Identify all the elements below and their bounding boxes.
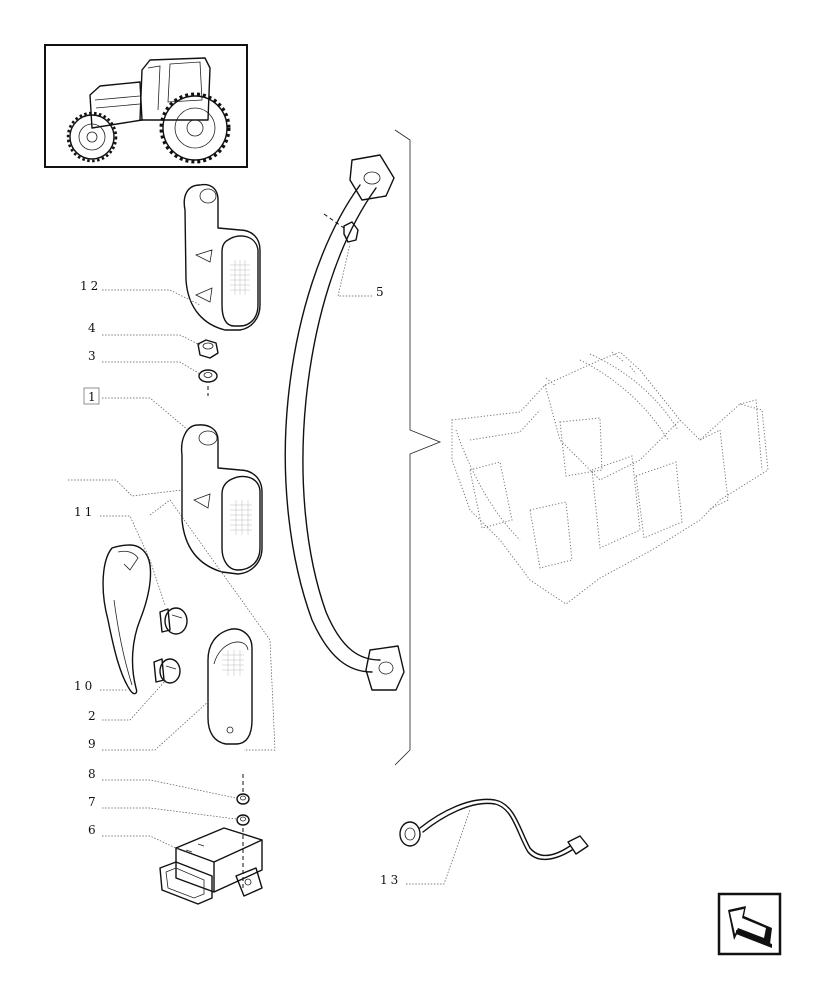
washer-part-3 bbox=[198, 369, 218, 396]
bulb-part-2 bbox=[153, 658, 181, 684]
svg-text:12: 12 bbox=[80, 279, 101, 293]
rail-part-5 bbox=[284, 154, 405, 691]
callout-6: 6 bbox=[88, 823, 181, 851]
lens-part-9 bbox=[207, 628, 253, 745]
detail-connector-leader bbox=[149, 499, 276, 751]
svg-text:11: 11 bbox=[74, 505, 95, 519]
callout-1-detail-leader bbox=[68, 479, 183, 497]
svg-text:3: 3 bbox=[88, 349, 99, 363]
svg-text:6: 6 bbox=[88, 823, 99, 837]
callout-9: 9 bbox=[88, 699, 211, 751]
svg-text:9: 9 bbox=[88, 737, 99, 751]
washer-part-7 bbox=[236, 814, 250, 890]
callout-5: 5 bbox=[337, 243, 387, 299]
next-page-arrow-icon[interactable] bbox=[717, 892, 782, 956]
nut-part-4 bbox=[197, 339, 219, 359]
svg-text:1: 1 bbox=[88, 390, 99, 404]
svg-text:13: 13 bbox=[380, 873, 401, 887]
callout-7: 7 bbox=[88, 795, 237, 820]
svg-text:5: 5 bbox=[376, 285, 387, 299]
svg-text:10: 10 bbox=[74, 679, 95, 693]
svg-text:4: 4 bbox=[88, 321, 99, 335]
washer-part-8 bbox=[236, 774, 250, 805]
assembly-bracket bbox=[394, 129, 442, 766]
relay-box-part-6 bbox=[159, 827, 263, 905]
cab-floor-reference bbox=[451, 351, 769, 605]
callout-8: 8 bbox=[88, 767, 237, 799]
callout-11: 11 bbox=[74, 505, 166, 606]
callout-10: 10 bbox=[74, 679, 128, 693]
callout-12: 12 bbox=[80, 279, 201, 306]
svg-text:7: 7 bbox=[88, 795, 99, 809]
callout-1: 1 bbox=[83, 387, 189, 431]
callout-4: 4 bbox=[88, 321, 201, 346]
callout-13: 13 bbox=[380, 809, 471, 887]
side-bracket-part-10 bbox=[102, 544, 152, 695]
bulb-part-11 bbox=[159, 607, 188, 635]
svg-text:8: 8 bbox=[88, 767, 99, 781]
main-lamp-housing bbox=[180, 424, 263, 575]
cable-part-13 bbox=[399, 798, 589, 860]
tractor-thumbnail bbox=[44, 44, 248, 168]
svg-text:2: 2 bbox=[88, 709, 99, 723]
upper-lamp-housing bbox=[183, 183, 261, 331]
callout-2: 2 bbox=[88, 679, 167, 723]
callout-3: 3 bbox=[88, 349, 201, 375]
